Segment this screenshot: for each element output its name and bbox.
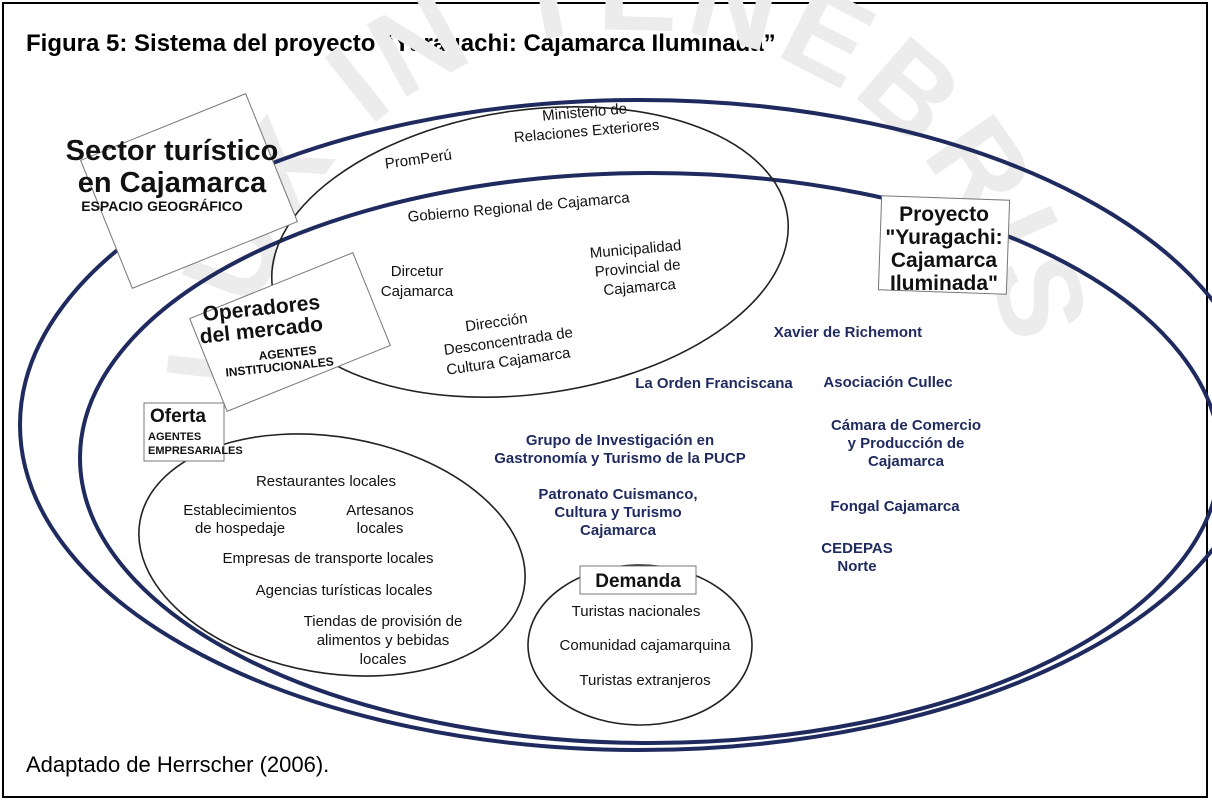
offer-subtitle-line2: EMPRESARIALES bbox=[148, 445, 243, 457]
partner-camara-line2: y Producción de bbox=[848, 435, 965, 452]
demand-items: Turistas nacionales Comunidad cajamarqui… bbox=[560, 603, 732, 689]
partner-franciscana: La Orden Franciscana bbox=[635, 375, 793, 392]
figure-title: Figura 5: Sistema del proyecto “Yuragach… bbox=[26, 30, 776, 57]
of-artesanos-line2: locales bbox=[357, 520, 404, 537]
offer-label-box: Oferta AGENTES EMPRESARIALES bbox=[143, 402, 243, 462]
of-artesanos-line1: Artesanos bbox=[346, 502, 414, 519]
operators-items: PromPerú Ministerio de Relaciones Exteri… bbox=[381, 100, 682, 378]
op-ministerio-line2: Relaciones Exteriores bbox=[513, 117, 660, 147]
project-line4: Iluminada" bbox=[890, 272, 998, 295]
op-dircetur-line2: Cajamarca bbox=[381, 283, 454, 300]
op-dircetur-line1: Dircetur bbox=[391, 263, 444, 280]
of-tiendas-line2: alimentos y bebidas bbox=[317, 632, 450, 649]
offer-title: Oferta bbox=[150, 406, 206, 427]
de-comunidad: Comunidad cajamarquina bbox=[560, 637, 732, 654]
of-tiendas-line1: Tiendas de provisión de bbox=[304, 613, 463, 630]
sector-subtitle: ESPACIO GEOGRÁFICO bbox=[81, 198, 243, 214]
de-extranjeros: Turistas extranjeros bbox=[579, 672, 710, 689]
partner-xavier: Xavier de Richemont bbox=[774, 324, 922, 341]
partner-cedepas-line2: Norte bbox=[837, 558, 876, 575]
of-restaurantes: Restaurantes locales bbox=[256, 473, 396, 490]
partner-camara-line1: Cámara de Comercio bbox=[831, 417, 981, 434]
demand-ellipse bbox=[527, 564, 753, 726]
of-establecimientos-line1: Establecimientos bbox=[183, 502, 296, 519]
sector-label-box: Sector turístico en Cajamarca ESPACIO GE… bbox=[66, 93, 299, 289]
project-label-box: Proyecto "Yuragachi: Cajamarca Iluminada… bbox=[877, 195, 1011, 295]
partner-fongal: Fongal Cajamarca bbox=[830, 498, 960, 515]
partner-patronato-line3: Cajamarca bbox=[580, 522, 657, 539]
op-municipalidad-line3: Cajamarca bbox=[603, 276, 677, 299]
project-partners: Xavier de Richemont La Orden Franciscana… bbox=[494, 324, 981, 575]
offer-ellipse bbox=[138, 433, 526, 677]
de-nacionales: Turistas nacionales bbox=[572, 603, 701, 620]
project-line3: Cajamarca bbox=[891, 249, 998, 272]
partner-grupo-line2: Gastronomía y Turismo de la PUCP bbox=[494, 450, 745, 467]
demand-title: Demanda bbox=[595, 571, 681, 592]
partner-cullec: Asociación Cullec bbox=[823, 374, 952, 391]
figure-source: Adaptado de Herrscher (2006). bbox=[26, 752, 330, 777]
sector-title-line1: Sector turístico bbox=[66, 135, 279, 167]
partner-patronato-line2: Cultura y Turismo bbox=[554, 504, 681, 521]
project-ellipse bbox=[78, 171, 1212, 745]
partner-grupo-line1: Grupo de Investigación en bbox=[526, 432, 714, 449]
of-agencias: Agencias turísticas locales bbox=[256, 582, 433, 599]
partner-patronato-line1: Patronato Cuismanco, bbox=[538, 486, 697, 503]
offer-items: Restaurantes locales Establecimientos de… bbox=[183, 473, 462, 668]
op-promperu: PromPerú bbox=[384, 146, 453, 172]
of-tiendas-line3: locales bbox=[360, 651, 407, 668]
partner-cedepas-line1: CEDEPAS bbox=[821, 540, 892, 557]
demand-label-box: Demanda bbox=[579, 565, 697, 595]
sector-ellipse bbox=[18, 98, 1212, 752]
sector-title-line2: en Cajamarca bbox=[78, 167, 267, 199]
partner-camara-line3: Cajamarca bbox=[868, 453, 945, 470]
operators-subtitle-line1: AGENTES bbox=[258, 343, 317, 363]
project-line2: "Yuragachi: bbox=[885, 226, 1002, 249]
project-line1: Proyecto bbox=[899, 203, 989, 226]
offer-subtitle-line1: AGENTES bbox=[148, 431, 201, 443]
of-transporte: Empresas de transporte locales bbox=[223, 550, 434, 567]
of-establecimientos-line2: de hospedaje bbox=[195, 520, 285, 537]
